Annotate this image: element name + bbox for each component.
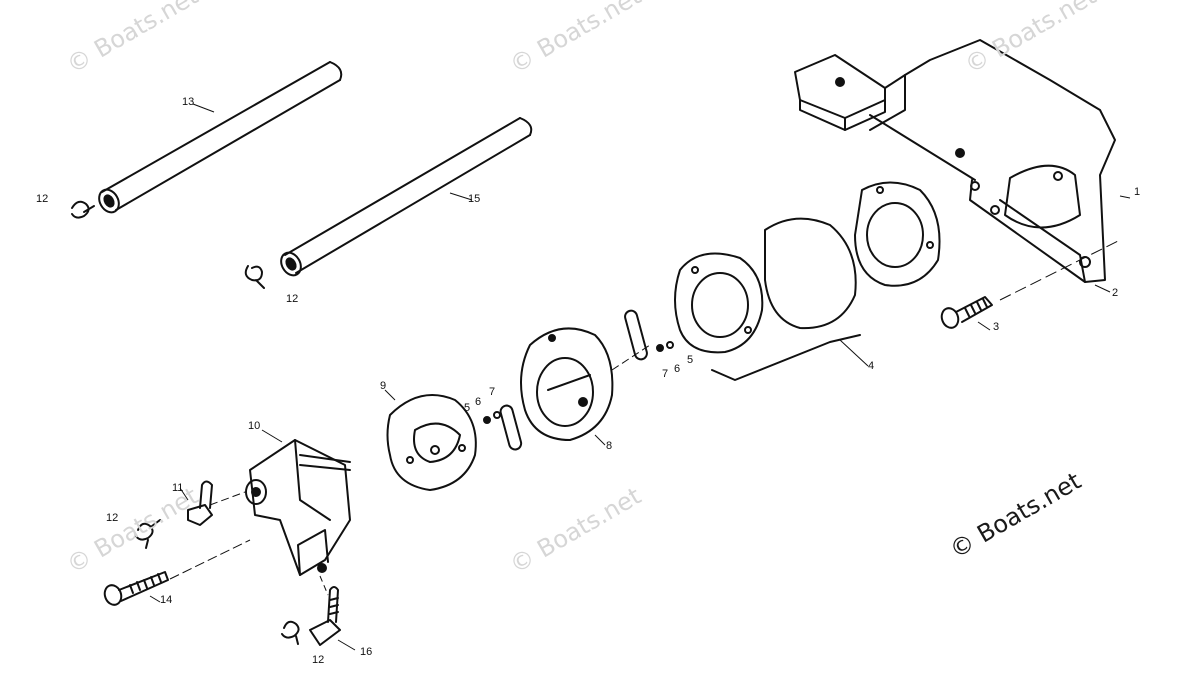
elbow-fitting-16 [309, 586, 341, 646]
callout-5b: 5 [687, 354, 694, 366]
callout-8: 8 [606, 440, 613, 452]
callout-1: 1 [1134, 186, 1141, 198]
callout-2: 2 [1112, 287, 1119, 299]
callout-11: 11 [172, 482, 184, 494]
hose-clip-top [71, 200, 95, 219]
gasket-set-4 [674, 181, 941, 381]
screw-14 [103, 571, 169, 606]
mounting-bracket [794, 39, 1116, 283]
callout-10: 10 [248, 420, 261, 432]
callout-12c: 12 [106, 512, 119, 524]
hose-13 [98, 61, 343, 214]
callout-12d: 12 [312, 654, 325, 666]
callout-3: 3 [993, 321, 1000, 333]
callout-7a: 7 [489, 386, 496, 398]
screw-3 [940, 296, 993, 329]
callout-6a: 6 [475, 396, 482, 408]
callout-6b: 6 [674, 363, 681, 375]
hose-clip-bottom [281, 620, 300, 645]
elbow-fitting-11 [187, 480, 213, 526]
callout-13: 13 [182, 96, 195, 108]
callout-12b: 12 [286, 293, 299, 305]
hose-clip-mid [244, 265, 265, 289]
callout-15: 15 [468, 193, 481, 205]
small-hardware [483, 341, 674, 424]
pump-body-8 [520, 327, 614, 441]
callout-12a: 12 [36, 193, 49, 205]
gasket-9 [386, 394, 477, 491]
callout-4: 4 [868, 360, 875, 372]
callout-7b: 7 [662, 368, 669, 380]
leader-lines [149, 103, 1131, 651]
hose-15 [280, 117, 533, 277]
valve-plate-7 [499, 309, 648, 451]
hose-clip-left [135, 519, 161, 549]
callout-14: 14 [160, 594, 173, 606]
callout-9: 9 [380, 380, 387, 392]
pump-cover-10 [245, 439, 351, 576]
callout-5a: 5 [464, 402, 471, 414]
callout-16: 16 [360, 646, 373, 658]
